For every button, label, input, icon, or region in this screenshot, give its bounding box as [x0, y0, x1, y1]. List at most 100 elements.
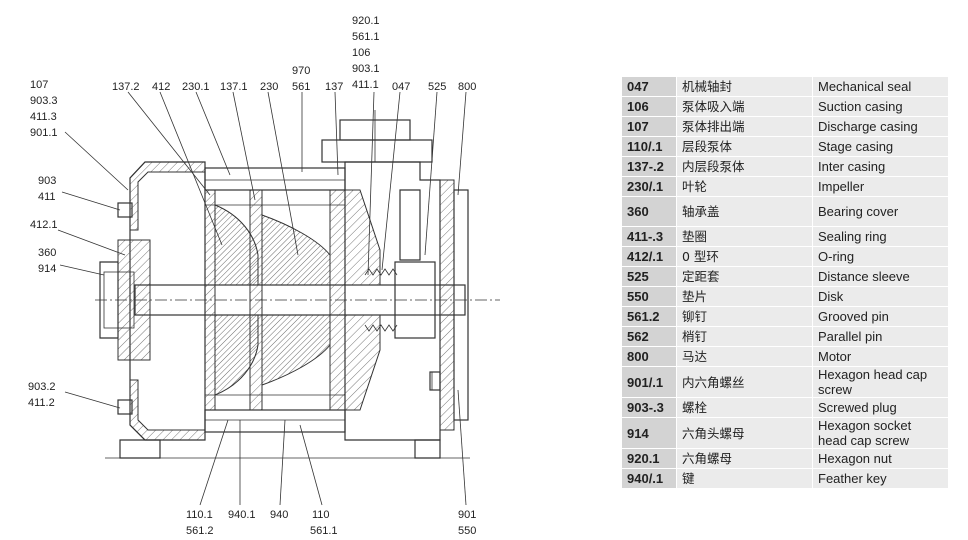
callout: 903.1 — [352, 63, 380, 75]
callout: 411.1 — [352, 79, 379, 91]
legend-code: 920.1 — [621, 448, 677, 469]
legend-code: 550 — [621, 286, 677, 307]
legend-cn: 叶轮 — [676, 176, 813, 197]
legend-en: Impeller — [812, 176, 949, 197]
callout: 940.1 — [228, 509, 256, 521]
pump-body — [95, 110, 500, 459]
callout: 550 — [458, 525, 476, 537]
legend-code: 230/.1 — [621, 176, 677, 197]
callout: 561.1 — [352, 31, 380, 43]
callout: 137 — [325, 81, 343, 93]
callout: 230 — [260, 81, 278, 93]
callout: 920.1 — [352, 15, 380, 27]
callout: 970 — [292, 65, 310, 77]
legend-code: 914 — [621, 417, 677, 449]
callout: 901 — [458, 509, 476, 521]
legend-cn: 螺栓 — [676, 397, 813, 418]
legend-code: 412/.1 — [621, 246, 677, 267]
callout: 047 — [392, 81, 410, 93]
legend-cn: 垫圈 — [676, 226, 813, 247]
legend-en: Disk — [812, 286, 949, 307]
legend-code: 800 — [621, 346, 677, 367]
legend-en: Suction casing — [812, 96, 949, 117]
callout: 561 — [292, 81, 310, 93]
legend-cn: 机械轴封 — [676, 76, 813, 97]
callout: 800 — [458, 81, 476, 93]
legend-code: 047 — [621, 76, 677, 97]
callout: 412 — [152, 81, 170, 93]
legend-code: 107 — [621, 116, 677, 137]
callout: 230.1 — [182, 81, 210, 93]
callout: 411.2 — [28, 397, 55, 409]
callout: 411 — [38, 191, 56, 203]
legend-en: Motor — [812, 346, 949, 367]
legend-code: 411-.3 — [621, 226, 677, 247]
legend-en: Inter casing — [812, 156, 949, 177]
callout: 107 — [30, 79, 48, 91]
callout: 110.1 — [186, 509, 213, 521]
leader-lines — [57, 91, 467, 506]
legend-cn: 内六角螺丝 — [676, 366, 813, 398]
legend-en: Stage casing — [812, 136, 949, 157]
legend-cn: 马达 — [676, 346, 813, 367]
callout: 106 — [352, 47, 370, 59]
legend-code: 137-.2 — [621, 156, 677, 177]
legend-code: 562 — [621, 326, 677, 347]
callout: 411.3 — [30, 111, 57, 123]
legend-en: Hexagon head cap screw — [812, 366, 949, 398]
callout: 903.3 — [30, 95, 58, 107]
legend-code: 901/.1 — [621, 366, 677, 398]
legend-en: Hexagon nut — [812, 448, 949, 469]
legend-en: Mechanical seal — [812, 76, 949, 97]
callout: 360 — [38, 247, 56, 259]
legend-en: Discharge casing — [812, 116, 949, 137]
callout: 903.2 — [28, 381, 56, 393]
legend-cn: 定距套 — [676, 266, 813, 287]
legend-en: Bearing cover — [812, 196, 949, 227]
legend-code: 525 — [621, 266, 677, 287]
legend-cn: 六角头螺母 — [676, 417, 813, 449]
legend-en: Screwed plug — [812, 397, 949, 418]
callout: 903 — [38, 175, 56, 187]
legend-en: Distance sleeve — [812, 266, 949, 287]
legend-cn: 轴承盖 — [676, 196, 813, 227]
callout: 137.1 — [220, 81, 248, 93]
callout: 940 — [270, 509, 288, 521]
legend-en: Sealing ring — [812, 226, 949, 247]
callout: 561.1 — [310, 525, 338, 537]
legend-code: 360 — [621, 196, 677, 227]
legend-en: O-ring — [812, 246, 949, 267]
legend-code: 106 — [621, 96, 677, 117]
callout-labels: 920.1 561.1 106 903.1 411.1 970 561 137.… — [28, 15, 476, 537]
pump-sectional-drawing: 920.1 561.1 106 903.1 411.1 970 561 137.… — [28, 15, 500, 537]
callout: 110 — [312, 509, 330, 521]
legend-en: Parallel pin — [812, 326, 949, 347]
legend-cn: 铆钉 — [676, 306, 813, 327]
legend-cn: 泵体吸入端 — [676, 96, 813, 117]
legend-cn: 内层段泵体 — [676, 156, 813, 177]
legend-code: 940/.1 — [621, 468, 677, 489]
legend-code: 561.2 — [621, 306, 677, 327]
legend-cn: 垫片 — [676, 286, 813, 307]
legend-en: Hexagon socket head cap screw — [812, 417, 949, 449]
legend-code: 903-.3 — [621, 397, 677, 418]
